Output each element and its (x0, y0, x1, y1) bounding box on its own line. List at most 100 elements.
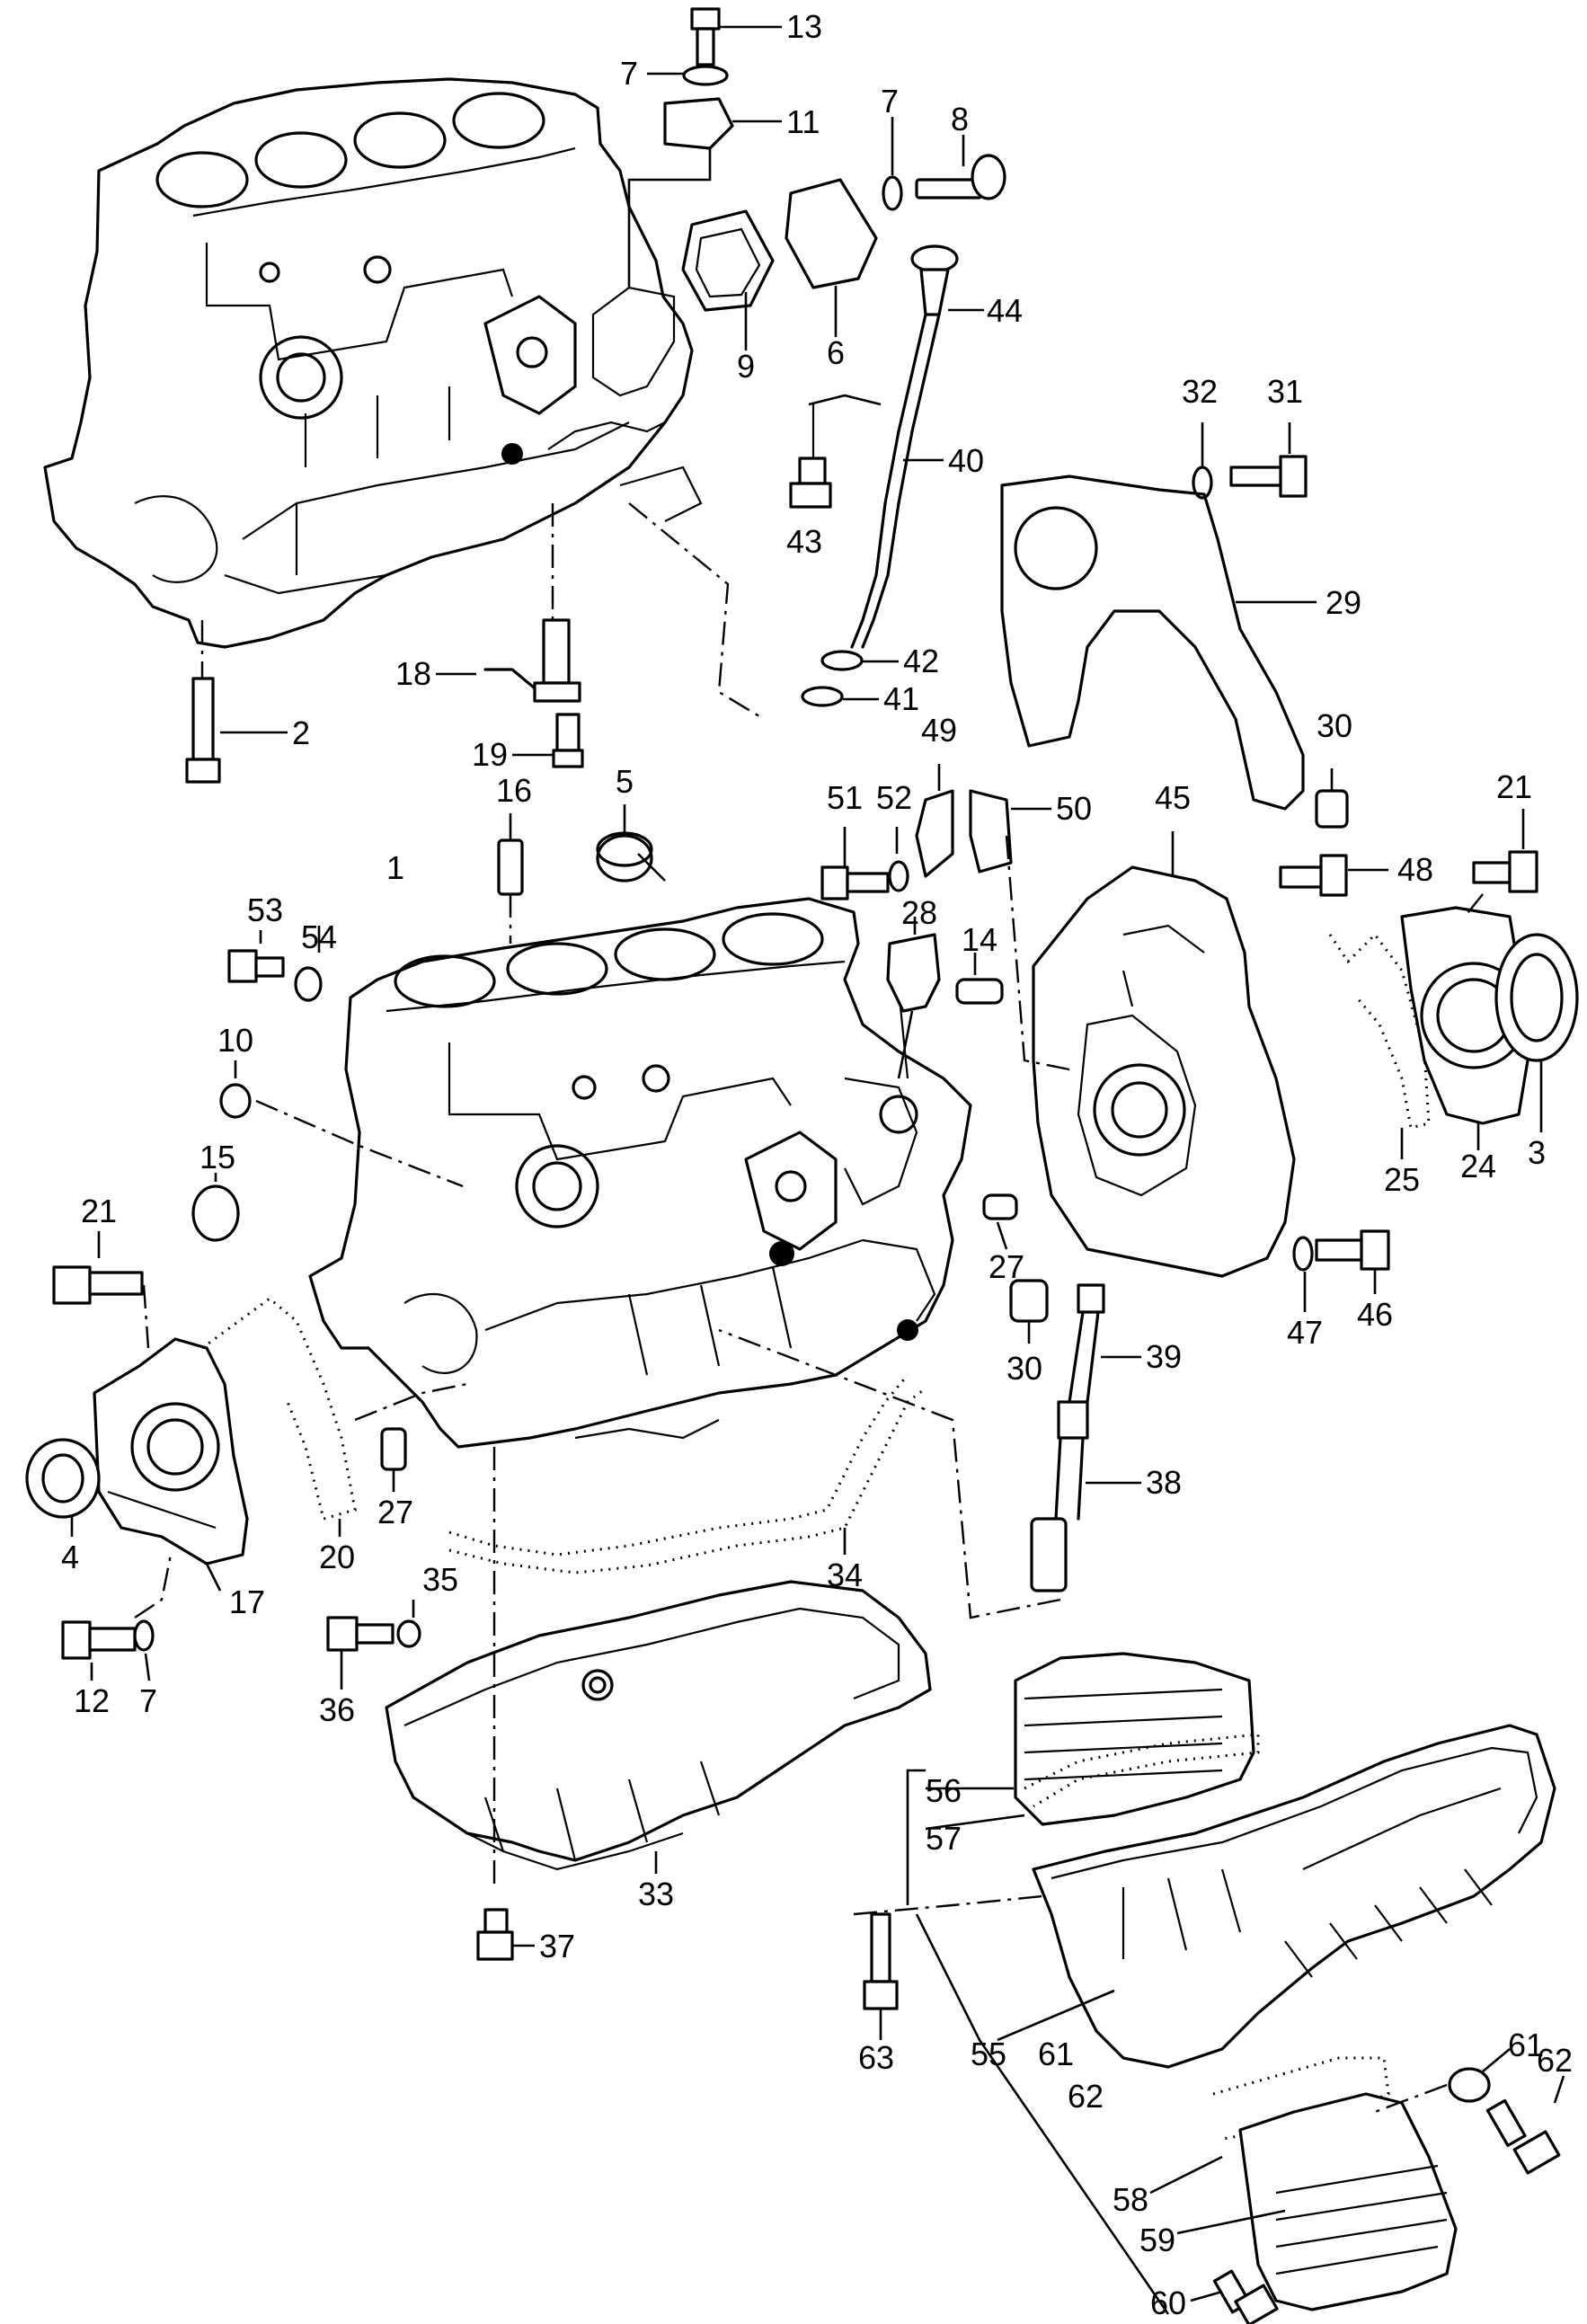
bolt-31 (1229, 422, 1308, 498)
callout-17: 17 (229, 1583, 265, 1620)
callout-32: 32 (1182, 373, 1218, 410)
callout-10: 10 (217, 1022, 253, 1059)
callout-9: 9 (737, 348, 755, 385)
callout-24: 24 (1460, 1148, 1496, 1184)
callout-21: 21 (81, 1193, 117, 1229)
callout-53: 53 (247, 891, 283, 928)
callout-2: 2 (292, 714, 310, 751)
dowel-16 (497, 813, 524, 944)
bearing-shell-5 (596, 804, 666, 883)
callout-30: 30 (1317, 707, 1352, 744)
callout-12: 12 (74, 1682, 110, 1719)
washer-47 (1292, 1236, 1314, 1312)
callout-7: 7 (620, 55, 638, 92)
callout-47: 47 (1287, 1314, 1323, 1351)
bolt-43 (789, 394, 882, 509)
dowel-30-top (1315, 768, 1349, 829)
callout-30: 30 (1006, 1350, 1042, 1387)
dowel-30-right (1009, 1279, 1049, 1344)
callout-21: 21 (1496, 768, 1532, 805)
gasket-34 (448, 1374, 926, 1574)
bolt-21-left (52, 1231, 150, 1349)
callout-8: 8 (951, 101, 969, 137)
rear-plate-45 (1032, 831, 1296, 1278)
dowel-27-right (982, 1193, 1018, 1250)
gasket-20-left (201, 1297, 357, 1537)
bolt-60 (1190, 2269, 1279, 2324)
plug-10 (219, 1060, 464, 1188)
bolt-51 (820, 827, 890, 900)
bracket-49-50 (915, 764, 1070, 1071)
washer-35 (396, 1600, 421, 1648)
plug-53 (227, 930, 285, 983)
centerline-left (354, 1382, 468, 1422)
callout-41: 41 (883, 680, 919, 717)
washer-7-bottom (133, 1619, 155, 1681)
oil-pan-55 (997, 1724, 1556, 2069)
callout-54: 54 (301, 918, 337, 955)
callout-44: 44 (987, 292, 1023, 329)
bolt-8 (915, 135, 1006, 200)
callout-1: 1 (386, 849, 404, 886)
dipstick-44-40 (850, 244, 984, 649)
centerline-upper-3 (628, 502, 765, 721)
callout-34: 34 (827, 1557, 863, 1593)
bracket-lines-alt-pan (906, 1769, 1170, 2315)
oil-pressure-switch-18 (436, 618, 581, 703)
callout-31: 31 (1267, 373, 1303, 410)
cover-6 (785, 178, 878, 337)
gasket-25 (1328, 932, 1431, 1159)
washer-7-top (647, 65, 729, 86)
seal-4 (25, 1438, 101, 1537)
bolt-48 (1279, 854, 1388, 897)
dowel-14 (955, 953, 1004, 1005)
main-engine-block-1 (308, 897, 972, 1449)
callout-25: 25 (1384, 1161, 1420, 1198)
callout-5: 5 (616, 763, 634, 800)
callout-6: 6 (827, 334, 845, 371)
bolt-21-right (1464, 809, 1538, 918)
callout-59: 59 (1139, 2222, 1175, 2258)
callout-7: 7 (139, 1682, 157, 1719)
callout-35: 35 (422, 1561, 458, 1598)
callout-57: 57 (926, 1820, 962, 1857)
oil-pump-56 (926, 1652, 1255, 1826)
callout-61: 61 (1038, 2036, 1074, 2072)
oil-filler-neck-28 (886, 917, 941, 1079)
callout-40: 40 (948, 442, 984, 479)
oil-pipe-39-38 (1030, 1283, 1141, 1592)
washer-32 (1192, 422, 1213, 500)
callout-15: 15 (199, 1139, 235, 1175)
callout-36: 36 (319, 1691, 355, 1728)
callout-3: 3 (1528, 1134, 1546, 1171)
callout-51: 51 (827, 779, 863, 816)
bolt-2 (185, 677, 288, 784)
gasket-58 (1149, 2056, 1390, 2195)
callout-50: 50 (1056, 790, 1092, 827)
plug-15 (191, 1173, 240, 1242)
callout-37: 37 (539, 1928, 575, 1965)
callout-27: 27 (989, 1248, 1024, 1285)
bolt-36 (326, 1616, 395, 1690)
cover-59 (1176, 2092, 1458, 2311)
gasket-9 (681, 209, 775, 350)
callout-20: 20 (319, 1539, 355, 1575)
callout-18: 18 (395, 655, 431, 692)
callout-33: 33 (638, 1876, 674, 1912)
callout-46: 46 (1357, 1296, 1393, 1333)
callout-45: 45 (1155, 779, 1191, 816)
callout-58: 58 (1113, 2181, 1148, 2218)
callout-11: 11 (786, 103, 820, 140)
seal-42-41 (801, 650, 899, 707)
callout-60: 60 (1150, 2284, 1186, 2321)
washer-7-right (882, 117, 903, 211)
drain-plug-37 (476, 1908, 535, 1961)
washer-52 (888, 827, 909, 892)
dowel-27-left (380, 1427, 407, 1492)
callout-labels: 13 7 11 7 8 44 9 6 40 43 32 31 29 42 41 … (61, 8, 1573, 2321)
bolt-12 (61, 1554, 173, 1681)
callout-55: 55 (971, 2036, 1006, 2072)
callout-29: 29 (1325, 584, 1361, 621)
bolt-62 (1485, 2075, 1565, 2175)
